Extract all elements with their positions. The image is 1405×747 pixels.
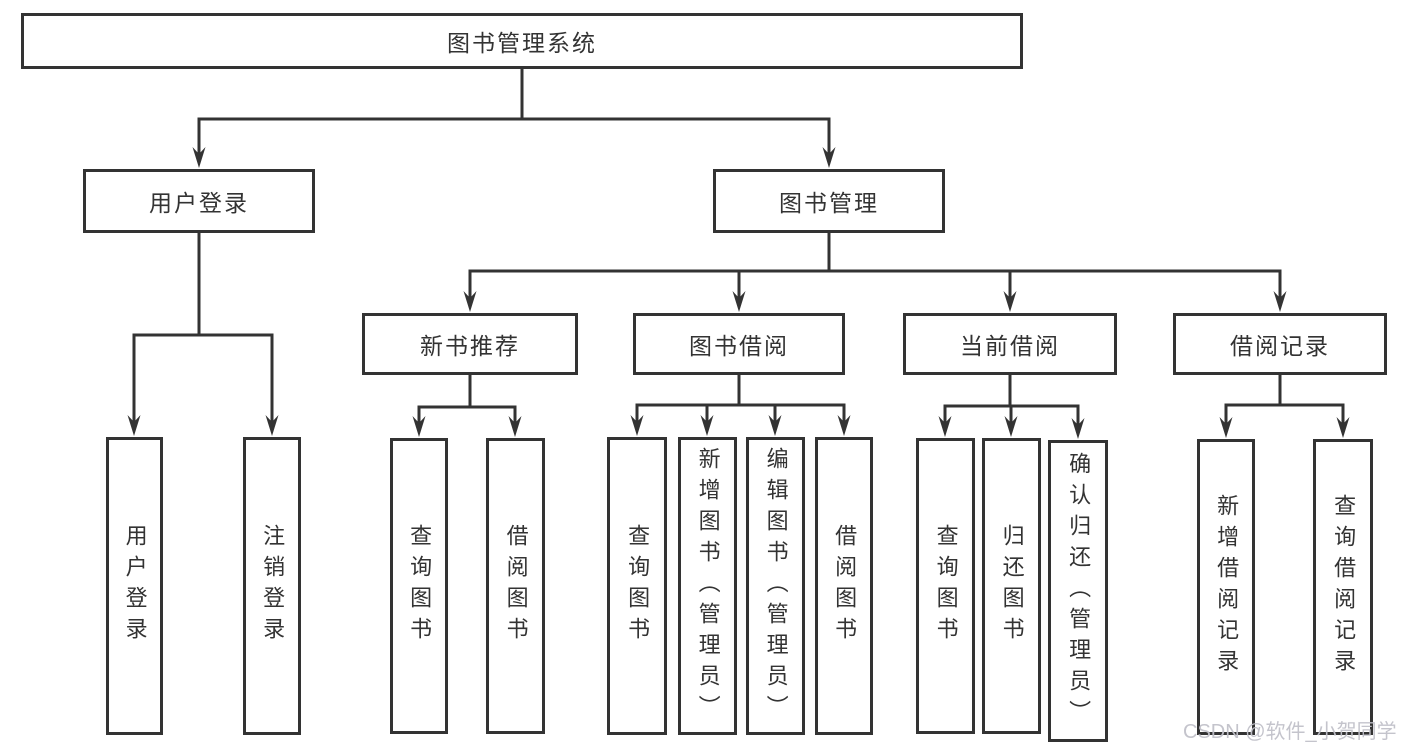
node-label: 用户登录 [149,190,249,216]
node-current-borrow: 当前借阅 [903,313,1117,375]
node-leaf-query-books-3: 查询图书 [916,438,975,734]
node-label: 编辑图书（管理员） [763,446,789,726]
connector-line [943,373,1080,427]
arrowhead-icon [938,416,952,437]
node-label: 图书管理系统 [447,30,597,56]
csdn-watermark: CSDN @软件_小贺同学 [1183,721,1397,743]
node-label: 查询借阅记录 [1331,494,1357,680]
arrowhead-icon [1003,291,1017,312]
arrowhead-icon [837,415,851,436]
node-leaf-confirm-return-admin: 确认归还（管理员） [1048,440,1108,742]
arrowhead-icon [700,415,714,436]
connector-borrow-records-to-children [1219,373,1350,438]
connector-root-to-level2 [192,67,836,168]
node-leaf-edit-book-admin: 编辑图书（管理员） [746,437,805,735]
arrowhead-icon [1219,417,1233,438]
node-label: 查询图书 [407,524,433,648]
node-leaf-user-login: 用户登录 [106,437,163,735]
arrowhead-icon [630,415,644,436]
arrowhead-icon [412,416,426,437]
arrowhead-icon [768,415,782,436]
node-leaf-add-borrow-record: 新增借阅记录 [1197,439,1255,735]
node-label: 归还图书 [999,524,1025,648]
node-label: 注销登录 [260,524,286,648]
connector-line [197,67,831,156]
connector-line [417,373,517,425]
node-leaf-add-book-admin: 新增图书（管理员） [678,437,737,735]
node-label: 图书借阅 [689,333,789,359]
node-label: 新增图书（管理员） [695,446,721,726]
node-label: 借阅图书 [503,524,529,648]
node-leaf-query-books-2: 查询图书 [607,437,667,735]
node-borrow-records: 借阅记录 [1173,313,1387,375]
node-label: 新书推荐 [420,333,520,359]
node-label: 借阅记录 [1230,333,1330,359]
node-label: 确认归还（管理员） [1066,451,1092,731]
node-label: 用户登录 [122,524,148,648]
arrowhead-icon [127,415,141,436]
connector-line [635,373,846,424]
arrowhead-icon [463,291,477,312]
arrowhead-icon [822,147,836,168]
node-root-system: 图书管理系统 [21,13,1023,69]
connector-user-login-to-children [127,231,279,436]
connector-book-mgmt-to-level3 [463,231,1287,312]
node-user-login: 用户登录 [83,169,315,233]
arrowhead-icon [1273,291,1287,312]
connector-new-book-rec-to-children [412,373,522,437]
connector-line [132,231,274,424]
connector-book-borrow-to-children [630,373,851,436]
arrowhead-icon [192,147,206,168]
arrowhead-icon [508,416,522,437]
node-leaf-return-book: 归还图书 [982,438,1041,734]
arrowhead-icon [732,291,746,312]
node-label: 当前借阅 [960,333,1060,359]
connector-line [468,231,1282,300]
node-new-book-recommend: 新书推荐 [362,313,578,375]
node-leaf-borrow-books-1: 借阅图书 [486,438,545,734]
node-leaf-query-books-1: 查询图书 [390,438,448,734]
connector-current-borrow-to-children [938,373,1085,439]
arrowhead-icon [1071,418,1085,439]
node-book-management: 图书管理 [713,169,945,233]
node-book-borrow: 图书借阅 [633,313,845,375]
node-leaf-logout: 注销登录 [243,437,301,735]
node-label: 查询图书 [625,524,651,648]
node-label: 借阅图书 [832,524,858,648]
arrowhead-icon [265,415,279,436]
connector-line [1224,373,1345,426]
node-label: 新增借阅记录 [1214,494,1240,680]
node-leaf-query-borrow-record: 查询借阅记录 [1313,439,1373,735]
node-label: 图书管理 [779,190,879,216]
node-label: 查询图书 [933,524,959,648]
node-leaf-borrow-books-2: 借阅图书 [815,437,873,735]
arrowhead-icon [1336,417,1350,438]
arrowhead-icon [1004,416,1018,437]
